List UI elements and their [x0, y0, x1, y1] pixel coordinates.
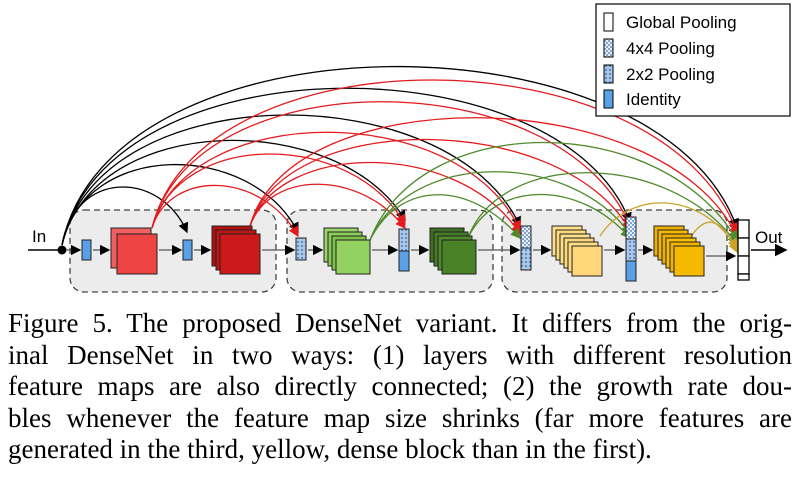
caption-line: generated in the third, yellow, dense bl…: [8, 434, 652, 464]
output-label: Out: [755, 228, 783, 247]
pool-4x4-block-1: [520, 225, 532, 249]
legend-swatch-global: [603, 12, 614, 32]
legend-swatch-identity: [603, 89, 614, 109]
identity-block-3: [398, 250, 410, 272]
legend-box: [595, 3, 791, 117]
legend-swatch-2x2: [603, 64, 614, 84]
pool-2x2-block-1: [295, 237, 307, 261]
input-node: [57, 245, 67, 255]
caption-line: inal DenseNet in two ways: (1) layers wi…: [8, 339, 792, 370]
caption-line: Figure 5. The proposed DenseNet variant.…: [8, 308, 792, 338]
legend-label-4x4: 4x4 Pooling: [626, 39, 715, 58]
legend-label-2x2: 2x2 Pooling: [626, 65, 715, 84]
legend: Global Pooling 4x4 Pooling 2x2 Pooling I…: [595, 3, 791, 117]
global-pooling-output: [737, 219, 788, 281]
pool-2x2-block-4: [625, 238, 637, 262]
input-label: In: [32, 227, 46, 246]
green-skip-connections: [369, 141, 738, 246]
legend-label-global: Global Pooling: [626, 13, 737, 32]
identity-block-2: [182, 239, 193, 261]
legend-swatch-4x4: [603, 38, 614, 58]
pool-2x2-block-3: [520, 247, 532, 271]
stage-yellow: [478, 216, 737, 282]
caption-line: bles whenever the feature map size shrin…: [8, 402, 792, 433]
figure-caption: Figure 5. The proposed DenseNet variant.…: [8, 308, 792, 466]
yellow-skip-connections: [599, 202, 738, 254]
black-skip-connections: [61, 65, 739, 246]
stage-green: [262, 227, 477, 275]
pool-2x2-block-2: [398, 228, 410, 252]
densenet-diagram: In: [28, 3, 791, 293]
identity-block-4: [625, 260, 637, 282]
pool-4x4-block-2: [625, 216, 637, 240]
stage-red: [66, 225, 261, 275]
caption-line: feature maps are also directly connected…: [8, 371, 792, 401]
identity-block-1: [81, 239, 92, 261]
legend-label-identity: Identity: [626, 90, 681, 109]
red-skip-connections: [151, 79, 739, 238]
